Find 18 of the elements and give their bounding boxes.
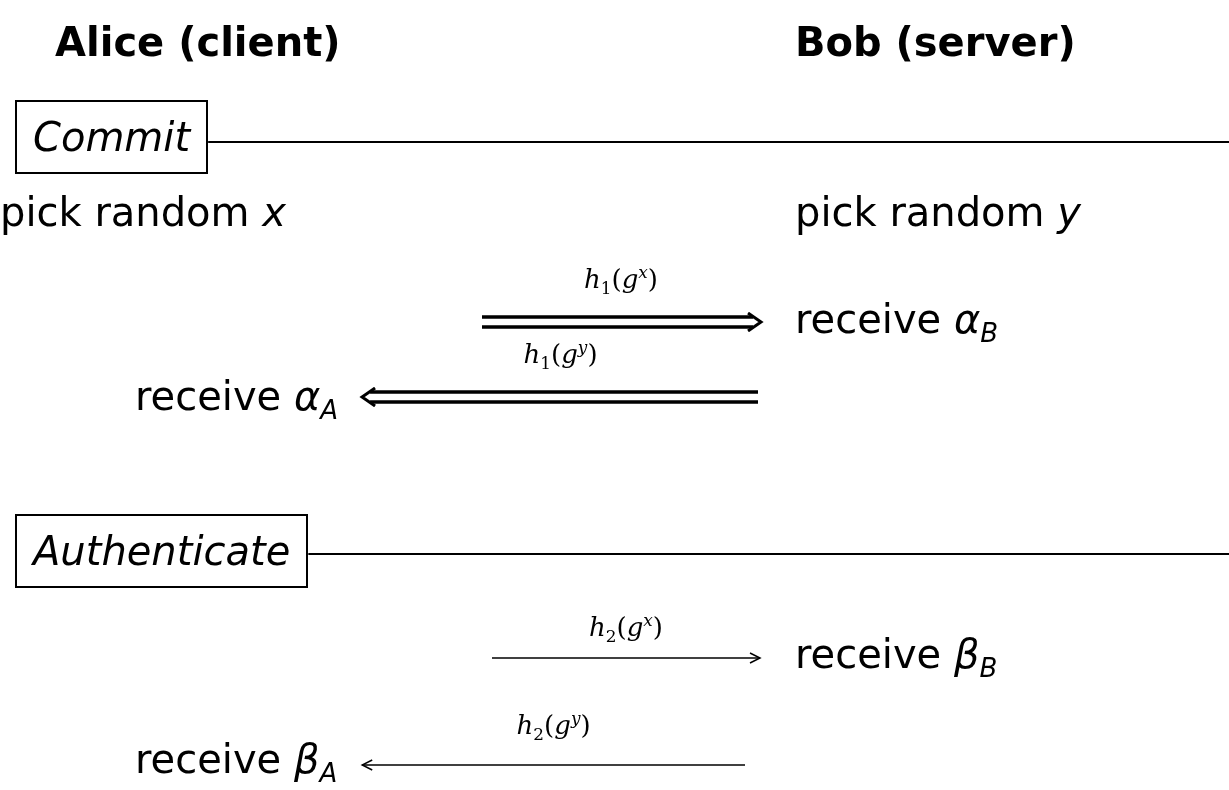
step-text: pick random y [795,188,1081,236]
edge-label: h$_{2}$(g$^{y}$) [516,708,591,744]
column-heading: Alice (client) [55,18,341,66]
step-text: receive α$_{A}$ [135,372,339,427]
phase-box: Authenticate [15,514,309,588]
column-heading: Bob (server) [795,18,1076,66]
phase-box: Commit [15,100,209,174]
step-text: receive β$_{B}$ [795,630,998,685]
step-text: pick random x [0,188,286,236]
arrow [361,759,746,771]
arrow [491,652,761,664]
double-arrow [480,311,763,333]
edge-label: h$_{1}$(g$^{x}$) [584,262,658,298]
edge-label: h$_{2}$(g$^{x}$) [589,610,663,646]
edge-label: h$_{1}$(g$^{y}$) [523,337,598,373]
step-text: receive β$_{A}$ [135,735,338,790]
double-arrow [360,386,760,408]
step-text: receive α$_{B}$ [795,295,999,350]
